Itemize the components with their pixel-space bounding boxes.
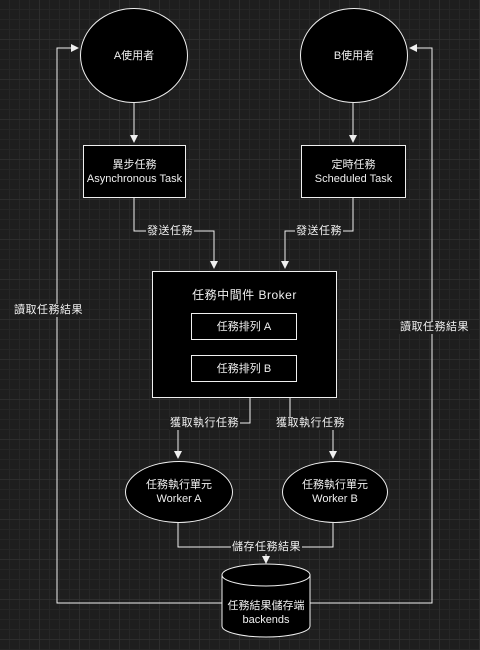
queue-a-node[interactable]: 任務排列 A — [191, 313, 297, 340]
async-task-node[interactable]: 異步任務 Asynchronous Task — [83, 145, 186, 198]
edge-label-fetch-left: 獲取執行任務 — [169, 417, 240, 430]
worker-b-node[interactable]: 任務執行單元 Worker B — [282, 461, 388, 523]
broker-title: 任務中間件 Broker — [192, 288, 297, 302]
backends-label-en: backends — [242, 614, 290, 626]
backends-label: 任務結果儲存端 backends — [222, 596, 310, 630]
queue-a-label: 任務排列 A — [216, 320, 272, 333]
user-a-label: A使用者 — [113, 49, 155, 62]
broker-node[interactable]: 任務中間件 Broker 任務排列 A 任務排列 B — [152, 271, 337, 398]
backends-cylinder[interactable] — [221, 563, 311, 638]
edge-label-store: 儲存任務結果 — [231, 541, 302, 554]
edge-backends-to-user-a — [56, 44, 222, 604]
user-a-node[interactable]: A使用者 — [80, 8, 188, 103]
scheduled-task-label-en: Scheduled Task — [314, 172, 393, 185]
queue-b-label: 任務排列 B — [216, 362, 272, 375]
scheduled-task-node[interactable]: 定時任務 Scheduled Task — [301, 145, 406, 198]
worker-b-label-en: Worker B — [312, 493, 358, 505]
async-task-label-zh: 異步任務 — [112, 158, 157, 171]
worker-b-label-zh: 任務執行單元 — [302, 479, 368, 491]
user-b-node[interactable]: B使用者 — [300, 8, 408, 103]
edge-label-read-right: 讀取任務結果 — [399, 321, 470, 334]
edge-label-send-right: 發送任務 — [295, 225, 343, 238]
worker-a-label-en: Worker A — [156, 493, 202, 505]
edge-label-fetch-right: 獲取執行任務 — [275, 417, 346, 430]
user-b-label: B使用者 — [333, 49, 375, 62]
worker-a-label-zh: 任務執行單元 — [146, 479, 212, 491]
queue-b-node[interactable]: 任務排列 B — [191, 355, 297, 382]
edge-label-send-left: 發送任務 — [146, 225, 194, 238]
edge-label-read-left: 讀取任務結果 — [13, 304, 84, 317]
backends-label-zh: 任務結果儲存端 — [227, 600, 305, 612]
scheduled-task-label-zh: 定時任務 — [331, 158, 376, 171]
worker-a-node[interactable]: 任務執行單元 Worker A — [125, 461, 233, 523]
async-task-label-en: Asynchronous Task — [86, 172, 183, 185]
